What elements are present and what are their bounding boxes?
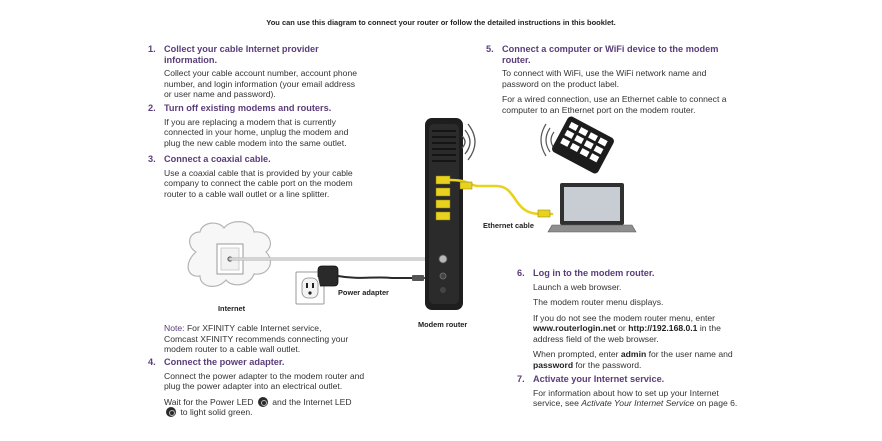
internet-caption: Internet — [218, 304, 246, 313]
login-text: in the address field of the web browser. — [533, 323, 721, 344]
step-title: Log in to the modem router. — [533, 268, 655, 278]
step-number: 5. — [486, 44, 494, 54]
step-number: 3. — [148, 154, 156, 164]
step-title: Turn off existing modems and routers. — [164, 103, 332, 113]
ethernet-cable-caption: Ethernet cable — [483, 221, 534, 230]
step-number: 4. — [148, 357, 156, 367]
step-number: 6. — [517, 268, 525, 278]
step-2: 2. Turn off existing modems and routers.… — [148, 103, 358, 148]
step-number: 1. — [148, 44, 156, 54]
step-7: 7. Activate your Internet service. For i… — [517, 374, 747, 409]
power-outlet-icon — [295, 271, 325, 305]
step-5: 5. Connect a computer or WiFi device to … — [486, 44, 736, 115]
power-adapter-icon — [317, 265, 436, 287]
step-title: Connect the power adapter. — [164, 357, 285, 367]
cred-text: When prompted, enter — [533, 349, 619, 360]
step-body: Use a coaxial cable that is provided by … — [164, 167, 353, 199]
step-body: For information about how to set up your… — [533, 388, 747, 409]
step-body: Launch a web browser. — [533, 281, 622, 292]
step-title: Collect your cable Internet provider inf… — [164, 44, 319, 65]
step-body: Connect the power adapter to the modem r… — [164, 370, 365, 392]
activate-text: For information about how to set up your… — [533, 387, 719, 409]
step-body: Collect your cable account number, accou… — [164, 68, 358, 100]
step-3: 3. Connect a coaxial cable. Use a coaxia… — [148, 154, 358, 199]
note-block: Note: For XFINITY cable Internet service… — [148, 320, 354, 355]
power-adapter-caption: Power adapter — [338, 288, 389, 297]
activate-service-link[interactable]: Activate Your Internet Service — [581, 398, 695, 409]
router-ip-url: http://192.168.0.1 — [628, 323, 698, 334]
led-instruction: Wait for the Power LED and the Internet … — [164, 396, 378, 418]
cred-text: for the user name and — [648, 349, 733, 360]
tablet-icon — [540, 116, 614, 174]
ethernet-cable-line — [448, 178, 554, 216]
note-body: For XFINITY cable Internet service, Comc… — [164, 323, 349, 355]
step-4: 4. Connect the power adapter. Connect th… — [148, 357, 378, 418]
modem-router-caption: Modem router — [418, 320, 468, 329]
login-text: If you do not see the modem router menu,… — [533, 312, 716, 323]
router-login-url: www.routerlogin.net — [533, 323, 616, 334]
intro-text: You can use this diagram to connect your… — [266, 18, 616, 27]
step-title: Connect a coaxial cable. — [164, 154, 271, 164]
modem-router-icon — [425, 118, 463, 310]
internet-led-icon — [166, 407, 176, 418]
led-text: to light solid green. — [180, 407, 253, 418]
activate-text: on page 6. — [696, 398, 738, 409]
step-number: 7. — [517, 374, 525, 384]
wifi-waves-icon — [461, 123, 476, 161]
step-body: To connect with WiFi, use the WiFi netwo… — [502, 68, 707, 89]
login-text: or — [618, 323, 626, 334]
cred-text: for the password. — [575, 360, 642, 371]
step-body: The modem router menu displays. — [533, 297, 664, 308]
credentials-instruction: When prompted, enter admin for the user … — [533, 349, 747, 370]
step-6: 6. Log in to the modem router. Launch a … — [517, 268, 747, 371]
login-instruction: If you do not see the modem router menu,… — [533, 313, 747, 345]
username-value: admin — [620, 349, 647, 360]
step-1: 1. Collect your cable Internet provider … — [148, 44, 358, 100]
note-label: Note: — [164, 323, 185, 333]
led-text: Wait for the Power LED — [164, 396, 254, 407]
power-led-icon — [257, 396, 268, 407]
led-text: and the Internet LED — [272, 396, 352, 407]
step-body: If you are replacing a modem that is cur… — [164, 116, 349, 148]
laptop-icon — [547, 183, 637, 233]
step-title: Activate your Internet service. — [533, 374, 665, 384]
step-number: 2. — [148, 103, 156, 113]
step-title: Connect a computer or WiFi device to the… — [502, 44, 719, 65]
step-body: For a wired connection, use an Ethernet … — [502, 94, 727, 115]
password-value: password — [533, 360, 574, 371]
